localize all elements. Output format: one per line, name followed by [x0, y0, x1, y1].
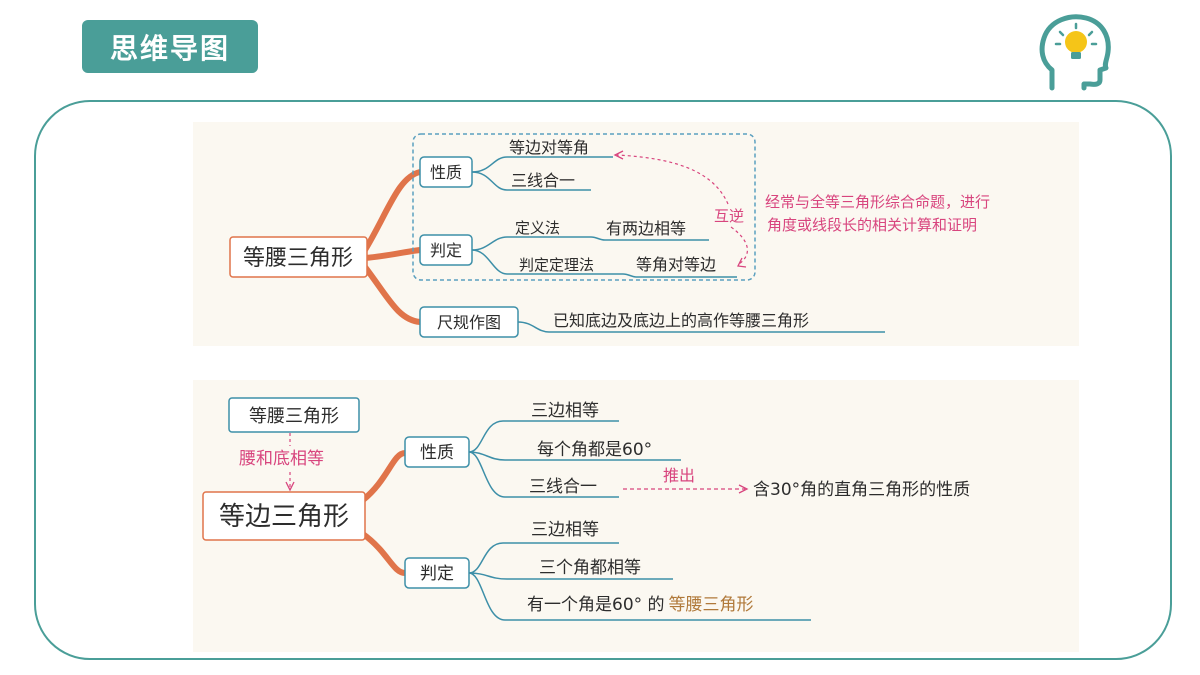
head-lightbulb-icon	[1039, 14, 1111, 91]
inverse-arrow-down	[730, 226, 748, 265]
inverse-group-box	[412, 133, 756, 281]
eq-criterion-node: 判定	[420, 564, 454, 584]
inverse-label: 互逆	[714, 207, 744, 225]
equilateral-map-canvas: 等腰三角形 腰和底相等 等边三角形 性质 三边相等 每个角都是60° 三线合一 …	[202, 397, 970, 621]
criterion-method-2: 判定定理法	[519, 256, 594, 274]
eq-criterion-item-1: 三边相等	[531, 520, 599, 540]
from-node-box	[228, 397, 360, 433]
derive-result: 含30°角的直角三角形的性质	[753, 480, 970, 500]
property-node: 性质	[430, 163, 462, 182]
equilateral-mind-map: 等腰三角形 腰和底相等 等边三角形 性质 三边相等 每个角都是60° 三线合一 …	[193, 380, 1079, 652]
eq-property-item-2: 每个角都是60°	[537, 440, 652, 460]
criterion-method-1: 定义法	[515, 219, 560, 237]
branch-eq-criterion	[360, 531, 408, 576]
eq-property-item-1: 三边相等	[531, 401, 599, 421]
construction-node: 尺规作图	[437, 313, 501, 332]
eq-criterion-item-2: 三个角都相等	[539, 558, 641, 578]
root-node-box	[229, 236, 368, 278]
branch-criterion	[362, 247, 423, 261]
criterion-result-1: 有两边相等	[606, 219, 686, 238]
eq-criterion-item-3: 有一个角是60° 的等腰三角形	[527, 595, 754, 615]
eq-root-node: 等边三角形	[219, 502, 349, 532]
eq-property-item-3: 三线合一	[529, 477, 597, 497]
from-node: 等腰三角形	[249, 406, 339, 427]
criterion-result-2: 等角对等边	[636, 255, 716, 274]
mind-map-badge: 思维导图	[82, 20, 258, 73]
property-item-2: 三线合一	[511, 171, 575, 190]
criterion-node: 判定	[430, 241, 462, 260]
branch-construction	[362, 264, 423, 325]
root-node: 等腰三角形	[243, 246, 353, 271]
property-item-1: 等边对等角	[509, 138, 589, 157]
note-line-1: 经常与全等三角形综合命题，进行	[765, 193, 990, 211]
branch-eq-property	[360, 450, 408, 503]
eq-property-node: 性质	[420, 443, 454, 463]
derive-label: 推出	[663, 466, 695, 485]
inverse-arrow-up	[616, 154, 729, 205]
construction-text: 已知底边及底边上的高作等腰三角形	[553, 311, 809, 330]
isosceles-map-canvas: 等腰三角形 性质 等边对等角 三线合一 判定 定义法 判定定理法 有两边相等 等…	[229, 133, 990, 338]
isosceles-mind-map: 等腰三角形 性质 等边对等角 三线合一 判定 定义法 判定定理法 有两边相等 等…	[193, 122, 1079, 346]
note-line-2: 角度或线段长的相关计算和证明	[767, 216, 977, 234]
branch-property	[362, 169, 423, 253]
eq-root-node-box	[202, 491, 366, 541]
link-label: 腰和底相等	[239, 449, 324, 469]
